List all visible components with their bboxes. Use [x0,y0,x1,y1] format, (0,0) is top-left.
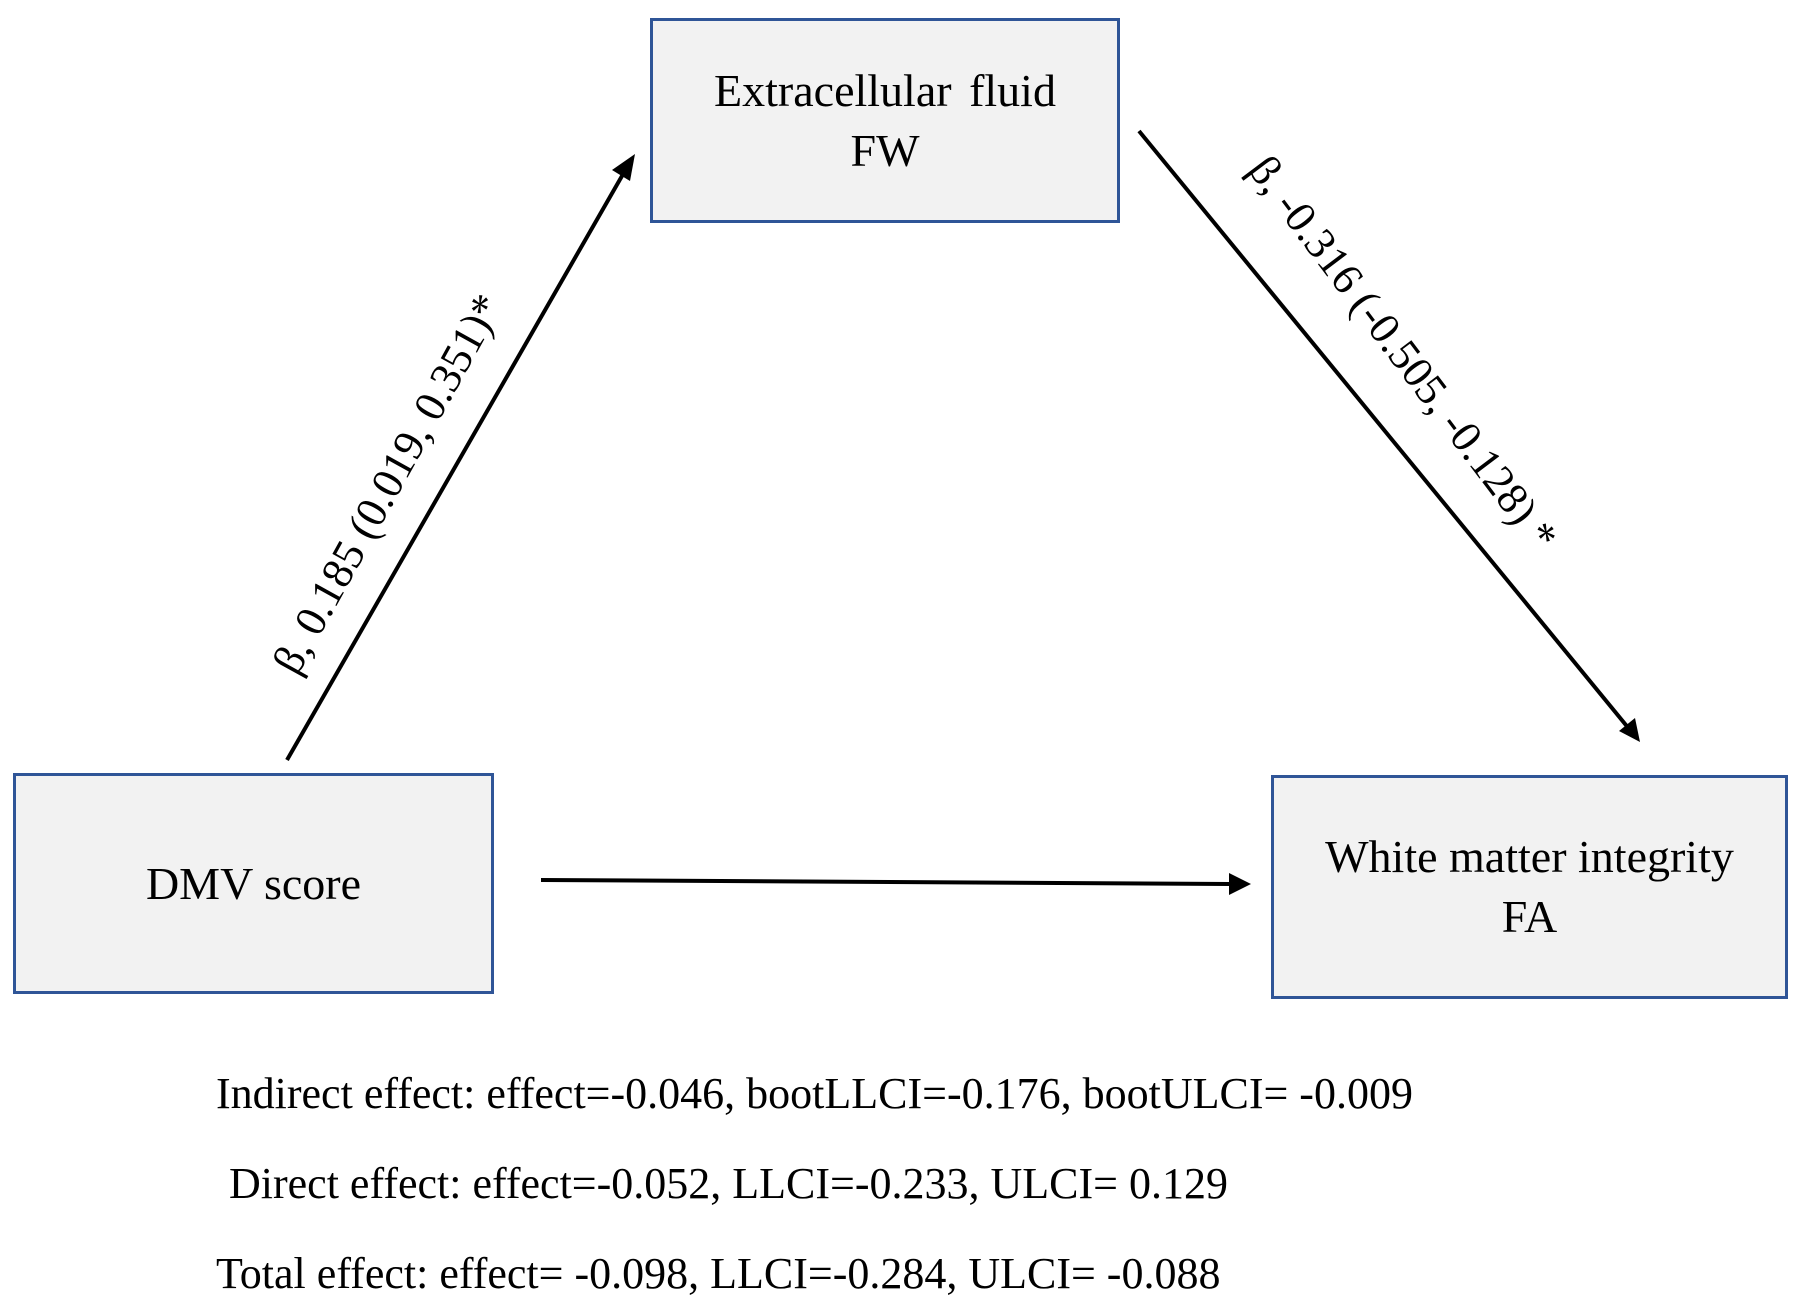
arrow-path-direct [540,878,1231,886]
outcome-title: White matter integrity [1325,831,1734,882]
total-effect-text: Total effect: effect= -0.098, LLCI=-0.28… [216,1249,1221,1298]
arrowhead-path-b [1619,718,1640,742]
mediator-title: Extracellular fluid [714,64,1056,116]
mediator-measure: FW [850,124,920,176]
direct-effect-text: Direct effect: effect=-0.052, LLCI=-0.23… [229,1159,1228,1208]
predictor-title: DMV score [145,857,362,909]
arrow-path-b [1137,129,1632,732]
arrow-path-a [285,161,632,761]
arrowhead-path-a [612,154,635,181]
indirect-effect-text: Indirect effect: effect=-0.046, bootLLCI… [216,1069,1413,1118]
path-a-label: β, 0.185 (0.019, 0.351)* [263,286,512,682]
mediator-box: Extracellular fluid FW [650,18,1120,223]
arrowhead-path-direct [1229,873,1251,895]
path-b-label: β, -0.316 (-0.505, -0.128) * [1239,147,1567,560]
outcome-box: White matter integrity FA [1271,775,1788,999]
predictor-box: DMV score [13,773,494,994]
outcome-measure: FA [1501,891,1558,942]
